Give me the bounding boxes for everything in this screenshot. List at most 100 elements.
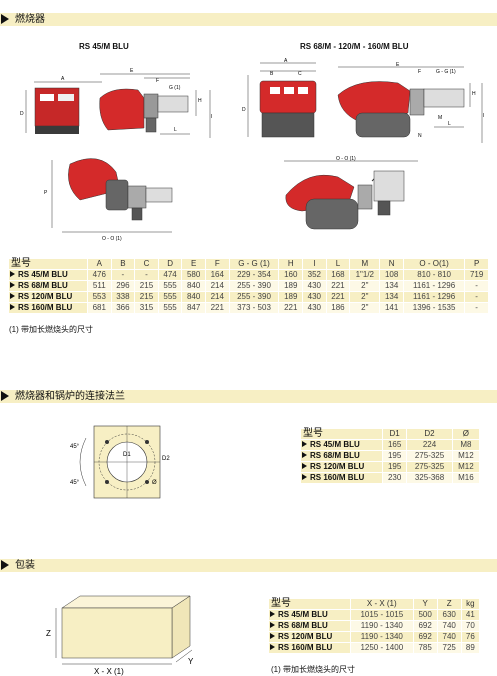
- dim-label-l-2: L: [448, 121, 451, 127]
- table-cell: 1"1/2: [349, 269, 381, 281]
- header-cell: A: [87, 258, 112, 270]
- table-cell: 275-325: [406, 450, 453, 462]
- section-arrow-icon: [1, 14, 9, 24]
- table-cell: 214: [204, 280, 230, 292]
- dim-label-a-2: A: [284, 58, 288, 64]
- row-arrow-icon: [270, 622, 275, 628]
- dim-label-d1: D1: [123, 452, 131, 458]
- model-name: RS 45/M BLU: [310, 440, 360, 449]
- table-cell: 195: [381, 450, 408, 462]
- dimensions-table-header: 型号 A B C D E F G - G (1) H I L M N O - O…: [8, 258, 489, 270]
- row-arrow-icon: [10, 282, 15, 288]
- model-cell: RS 120/M BLU: [8, 291, 88, 303]
- section-title: 包装: [15, 560, 35, 571]
- section-title: 燃烧器: [15, 14, 45, 25]
- model-name: RS 160/M BLU: [278, 643, 333, 652]
- table-cell: 692: [412, 620, 438, 632]
- table-cell: 474: [157, 269, 183, 281]
- table-cell: 500: [412, 609, 438, 621]
- table-cell: 255 - 390: [228, 280, 280, 292]
- table-cell: 255 - 390: [228, 291, 280, 303]
- dim-label-oo-2: O - O (1): [336, 156, 356, 162]
- table-cell: 141: [379, 302, 404, 314]
- table-row: RS 120/M BLU 195 275-325 M12: [300, 461, 481, 473]
- dim-label-i: I: [211, 114, 212, 120]
- dim-label-n: N: [418, 133, 422, 139]
- header-cell: B: [110, 258, 136, 270]
- section-header-burner: 燃烧器: [0, 13, 497, 26]
- flange-table: 型号 D1 D2 Ø RS 45/M BLU 165 224 M8 RS 68/…: [300, 428, 481, 484]
- model-cell: RS 120/M BLU: [300, 461, 383, 473]
- dim-label-e: E: [130, 68, 134, 74]
- table-cell: 725: [436, 642, 462, 654]
- header-cell: G - G (1): [228, 258, 280, 270]
- section-arrow-icon: [1, 560, 9, 570]
- table-cell: 630: [436, 609, 462, 621]
- table-row: RS 45/M BLU 1015 - 1015 500 630 41: [268, 609, 481, 621]
- dim-label-c: C: [298, 71, 302, 77]
- model-title-right: RS 68/M - 120/M - 160/M BLU: [300, 42, 409, 51]
- table-cell: 1396 - 1535: [402, 302, 466, 314]
- table-cell: 430: [302, 291, 327, 303]
- package-drawing: Z X - X (1) Y: [46, 595, 194, 676]
- burner-drawing-rs68-top: A B C E F G - G (1) D H I M L N: [242, 58, 484, 143]
- table-cell: 221: [278, 302, 304, 314]
- header-cell: E: [181, 258, 206, 270]
- package-footnote: (1) 带加长燃烧头的尺寸: [271, 665, 355, 674]
- burner-drawing-rs45-top: A E F G (1) D H I L: [20, 68, 212, 138]
- table-cell: M12: [451, 461, 481, 473]
- model-cell: RS 160/M BLU: [8, 302, 88, 314]
- header-cell: L: [325, 258, 351, 270]
- table-cell: 325-368: [406, 472, 453, 484]
- model-name: RS 68/M BLU: [278, 621, 328, 630]
- header-cell: 型号: [268, 598, 351, 610]
- flange-drawing: D1 D2 Ø 45° 45°: [70, 425, 170, 499]
- row-arrow-icon: [10, 271, 15, 277]
- model-cell: RS 120/M BLU: [268, 631, 351, 643]
- model-name: RS 160/M BLU: [18, 303, 73, 312]
- dim-label-m: M: [438, 115, 442, 121]
- table-cell: 224: [406, 439, 453, 451]
- table-cell: 315: [134, 302, 159, 314]
- table-cell: 215: [134, 291, 159, 303]
- table-cell: 168: [325, 269, 351, 281]
- header-cell: P: [464, 258, 489, 270]
- dim-label-45-bottom: 45°: [70, 480, 80, 486]
- dim-label-45-top: 45°: [70, 444, 80, 450]
- table-cell: 2": [349, 291, 381, 303]
- header-cell: C: [134, 258, 159, 270]
- header-cell: 型号: [8, 258, 88, 270]
- table-cell: -: [464, 280, 489, 292]
- table-row: RS 68/M BLU 195 275-325 M12: [300, 450, 481, 462]
- dimensions-footnote: (1) 带加长燃烧头的尺寸: [9, 325, 93, 334]
- table-cell: 134: [379, 291, 404, 303]
- model-name: RS 120/M BLU: [18, 292, 73, 301]
- dim-label-d2: D2: [162, 456, 170, 462]
- model-name: RS 120/M BLU: [310, 462, 365, 471]
- header-cell: O - O(1): [402, 258, 466, 270]
- table-row: RS 160/M BLU 681 366 315 555 847 221 373…: [8, 302, 489, 314]
- model-cell: RS 160/M BLU: [300, 472, 383, 484]
- model-title-left: RS 45/M BLU: [79, 42, 129, 51]
- table-cell: 1190 - 1340: [350, 620, 414, 632]
- table-cell: 785: [412, 642, 438, 654]
- dim-label-f-2: F: [418, 69, 421, 75]
- table-cell: 221: [325, 280, 351, 292]
- row-arrow-icon: [270, 633, 275, 639]
- package-table-header: 型号 X - X (1) Y Z kg: [268, 598, 481, 610]
- model-cell: RS 68/M BLU: [300, 450, 383, 462]
- table-cell: 214: [204, 291, 230, 303]
- table-cell: 1250 - 1400: [350, 642, 414, 654]
- table-cell: 847: [181, 302, 206, 314]
- table-cell: 555: [157, 302, 183, 314]
- dim-label-i-2: I: [483, 113, 484, 119]
- table-cell: 373 - 503: [228, 302, 280, 314]
- table-cell: 352: [302, 269, 327, 281]
- table-cell: 160: [278, 269, 304, 281]
- table-cell: 840: [181, 280, 206, 292]
- table-row: RS 45/M BLU 476 - - 474 580 164 229 - 35…: [8, 269, 489, 281]
- section-header-packaging: 包装: [0, 559, 497, 572]
- table-cell: 580: [181, 269, 206, 281]
- table-row: RS 120/M BLU 1190 - 1340 692 740 76: [268, 631, 481, 643]
- table-cell: M16: [451, 472, 481, 484]
